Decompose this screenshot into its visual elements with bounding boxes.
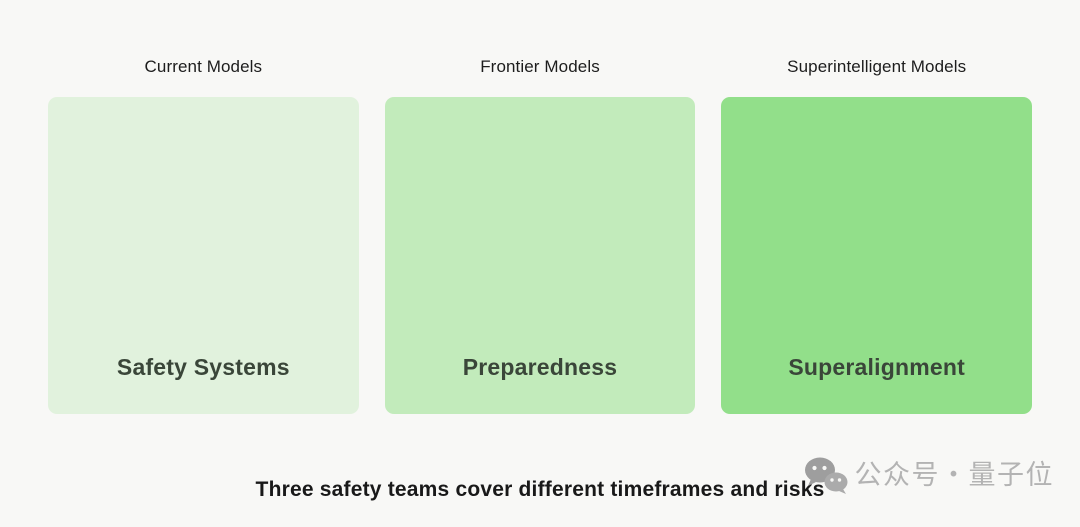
column-header-current-models: Current Models bbox=[144, 57, 263, 76]
team-columns: Current Models Safety Systems Frontier M… bbox=[48, 56, 1033, 414]
team-box-safety-systems: Safety Systems bbox=[48, 97, 359, 414]
column-superintelligent-models: Superintelligent Models Superalignment bbox=[721, 56, 1033, 414]
team-box-superalignment: Superalignment bbox=[721, 97, 1033, 414]
watermark-text: 公众号・量子位 bbox=[854, 460, 1054, 490]
team-label-preparedness: Preparedness bbox=[462, 354, 618, 380]
wechat-icon bbox=[804, 457, 847, 494]
column-header-frontier-models: Frontier Models bbox=[480, 57, 600, 76]
team-label-superalignment: Superalignment bbox=[788, 354, 965, 380]
team-label-safety-systems: Safety Systems bbox=[116, 354, 290, 380]
column-current-models: Current Models Safety Systems bbox=[48, 56, 359, 414]
column-frontier-models: Frontier Models Preparedness bbox=[384, 56, 696, 414]
caption: Three safety teams cover different timef… bbox=[255, 478, 825, 501]
column-header-superintelligent-models: Superintelligent Models bbox=[787, 57, 967, 76]
team-box-preparedness: Preparedness bbox=[384, 97, 696, 414]
watermark: 公众号・量子位 bbox=[803, 456, 1055, 494]
